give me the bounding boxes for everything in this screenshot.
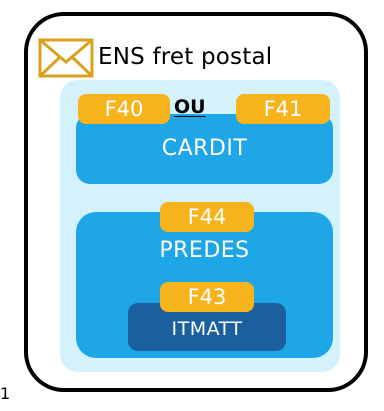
tag-f43: F43 xyxy=(160,282,254,312)
cardit-label: CARDIT xyxy=(161,136,248,161)
tag-f44: F44 xyxy=(160,202,254,232)
cardit-block xyxy=(76,114,333,184)
ou-connector: OU xyxy=(174,96,206,118)
itmatt-label: ITMATT xyxy=(171,318,243,340)
edge-text: 1 xyxy=(0,384,11,403)
predes-label: PREDES xyxy=(159,238,250,263)
tag-f40: F40 xyxy=(78,94,170,124)
diagram-title: ENS fret postal xyxy=(98,44,273,70)
envelope-icon xyxy=(38,38,94,78)
tag-f41: F41 xyxy=(236,94,330,124)
